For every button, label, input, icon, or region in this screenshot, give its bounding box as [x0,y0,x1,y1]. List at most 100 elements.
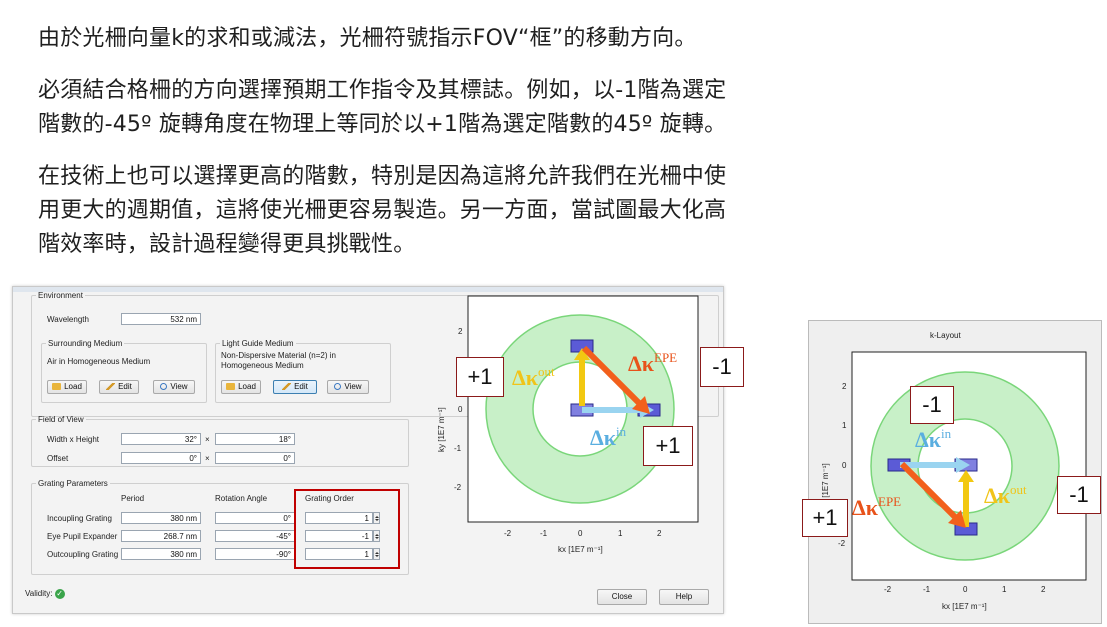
pencil-icon [282,383,292,391]
offset-label: Offset [47,454,69,463]
outcoupling-rotation-input[interactable]: -90° [215,548,295,560]
fov-width-input[interactable]: 32° [121,433,201,445]
pencil-icon [106,383,116,391]
outcoupling-order-spinner[interactable] [373,548,380,560]
plot-1-dk-epe: ΔκEPE [628,350,678,376]
plot-1-arrow-epe-head [632,396,650,414]
plot-1-dk-out: Δκout [512,364,555,390]
plot-2-dk-in: Δκin [915,426,952,452]
plot-2-ytick: 1 [842,421,847,430]
plot-1-arrow-epe [581,345,647,411]
plot-2-xtick: -1 [923,585,931,594]
plot-1-xtick: 2 [657,529,662,538]
offset-x-input[interactable]: 0° [121,452,201,464]
plot-1-ytick: 2 [458,327,463,336]
plot-1-xtick: 0 [578,529,583,538]
plot-1-xtick: -1 [540,529,548,538]
rotation-column-header: Rotation Angle [215,494,268,503]
plot-2-xtick: 1 [1002,585,1007,594]
paragraph-2-line-2: 階數的-45º 旋轉角度在物理上等同於以+1階為選定階數的45º 旋轉。 [38,112,727,137]
plot-2-dk-out: Δκout [984,482,1027,508]
lightguide-value-line-1: Non-Dispersive Material (n=2) in [221,351,336,360]
surrounding-view-button[interactable]: View [153,380,195,394]
paragraph-3-line-3: 階效率時，設計過程變得更具挑戰性。 [38,232,416,257]
folder-icon [52,383,62,391]
fov-height-input[interactable]: 18° [215,433,295,445]
surrounding-load-button[interactable]: Load [47,380,87,394]
grating-parameters-group: Grating Parameters [31,479,409,575]
paragraph-3: 在技術上也可以選擇更高的階數，特別是因為這將允許我們在光柵中使 用更大的週期值，… [38,160,726,262]
fov-legend: Field of View [38,415,84,424]
plot-2-arrow-epe [899,461,963,525]
paragraph-2-line-1: 必須結合格柵的方向選擇預期工作指令及其標誌。例如，以-1階為選定 [38,78,727,103]
magnifier-icon [334,383,342,391]
times-sign: × [205,454,210,463]
light-guide-medium-group: Light Guide Medium [215,339,391,403]
lightguide-load-button[interactable]: Load [221,380,261,394]
plot-1-xtick: 1 [618,529,623,538]
plot-1-label-minus1: -1 [700,347,744,387]
grating-row-name: Eye Pupil Expander [47,532,118,541]
incoupling-rotation-input[interactable]: 0° [215,512,295,524]
grating-legend: Grating Parameters [38,479,108,488]
grating-row-name: Incoupling Grating [47,514,112,523]
lightguide-value-line-2: Homogeneous Medium [221,361,304,370]
plot-1-dk-in: Δκin [590,424,627,450]
plot-2-xtick: 2 [1041,585,1046,594]
plot-1-arrow-out-head [574,348,590,360]
dialog-top-strip [13,287,723,292]
paragraph-3-line-2: 用更大的週期值，這將使光柵更容易製造。另一方面，當試圖最大化高 [38,198,727,223]
grating-row-name: Outcoupling Grating [47,550,119,559]
paragraph-3-line-1: 在技術上也可以選擇更高的階數，特別是因為這將允許我們在光柵中使 [38,164,727,189]
plot-1-label-plus1-left: +1 [456,357,504,397]
period-column-header: Period [121,494,145,503]
plot-1-label-plus1-bottom: +1 [643,426,693,466]
close-button[interactable]: Close [597,589,647,605]
times-sign: × [205,435,210,444]
plot-2-xlabel: kx [1E7 m⁻¹] [942,602,987,611]
k-layout-plot-1: -2 -1 0 1 2 2 1 0 -1 -2 kx [1E7 m⁻¹] ky … [437,295,699,554]
incoupling-period-input[interactable]: 380 nm [121,512,201,524]
outcoupling-order-input[interactable]: 1 [305,548,373,560]
plot-2-arrow-in-head [956,457,970,473]
epe-period-input[interactable]: 268.7 nm [121,530,201,542]
plot-2-label-minus1-right: -1 [1057,476,1101,514]
plot-2-ytick: 2 [842,382,847,391]
incoupling-order-input[interactable]: 1 [305,512,373,524]
magnifier-icon [160,383,168,391]
offset-y-input[interactable]: 0° [215,452,295,464]
wavelength-label: Wavelength [47,315,89,324]
plot-1-ytick: 0 [458,405,463,414]
paragraph-2: 必須結合格柵的方向選擇預期工作指令及其標誌。例如，以-1階為選定 階數的-45º… [38,74,726,142]
epe-order-spinner[interactable] [373,530,380,542]
outcoupling-period-input[interactable]: 380 nm [121,548,201,560]
incoupling-order-spinner[interactable] [373,512,380,524]
grating-order-highlight [294,489,400,569]
order-column-header: Grating Order [305,494,354,503]
surrounding-legend: Surrounding Medium [48,339,123,348]
plot-2-label-plus1: +1 [802,499,848,537]
field-of-view-group: Field of View [31,415,409,467]
surrounding-edit-button[interactable]: Edit [99,380,139,394]
k-layout-plot-2: k-Layout -2 -1 0 1 2 2 1 0 -1 -2 kx [1E7… [821,331,1087,611]
check-icon: ✓ [54,589,65,599]
plot-1-ylabel: ky [1E7 m⁻¹] [437,407,446,452]
validity-indicator: Validity: ✓ [25,589,65,599]
width-height-label: Width x Height [47,435,100,444]
plot-2-dk-epe: ΔκEPE [852,494,902,520]
epe-order-input[interactable]: -1 [305,530,373,542]
plot-1-xtick: -2 [504,529,512,538]
folder-icon [226,383,236,391]
paragraph-1: 由於光柵向量k的求和或減法，光柵符號指示FOV“框”的移動方向。 [38,26,697,51]
help-button[interactable]: Help [659,589,709,605]
plot-1-xlabel: kx [1E7 m⁻¹] [558,545,603,554]
environment-legend: Environment [38,291,83,300]
surrounding-medium-value: Air in Homogeneous Medium [47,357,151,366]
lightguide-edit-button[interactable]: Edit [273,380,317,394]
lightguide-view-button[interactable]: View [327,380,369,394]
plot-2-arrow-out-head [958,470,974,482]
plot-2-xtick: 0 [963,585,968,594]
epe-rotation-input[interactable]: -45° [215,530,295,542]
wavelength-input[interactable]: 532 nm [121,313,201,325]
lightguide-legend: Light Guide Medium [222,339,294,348]
